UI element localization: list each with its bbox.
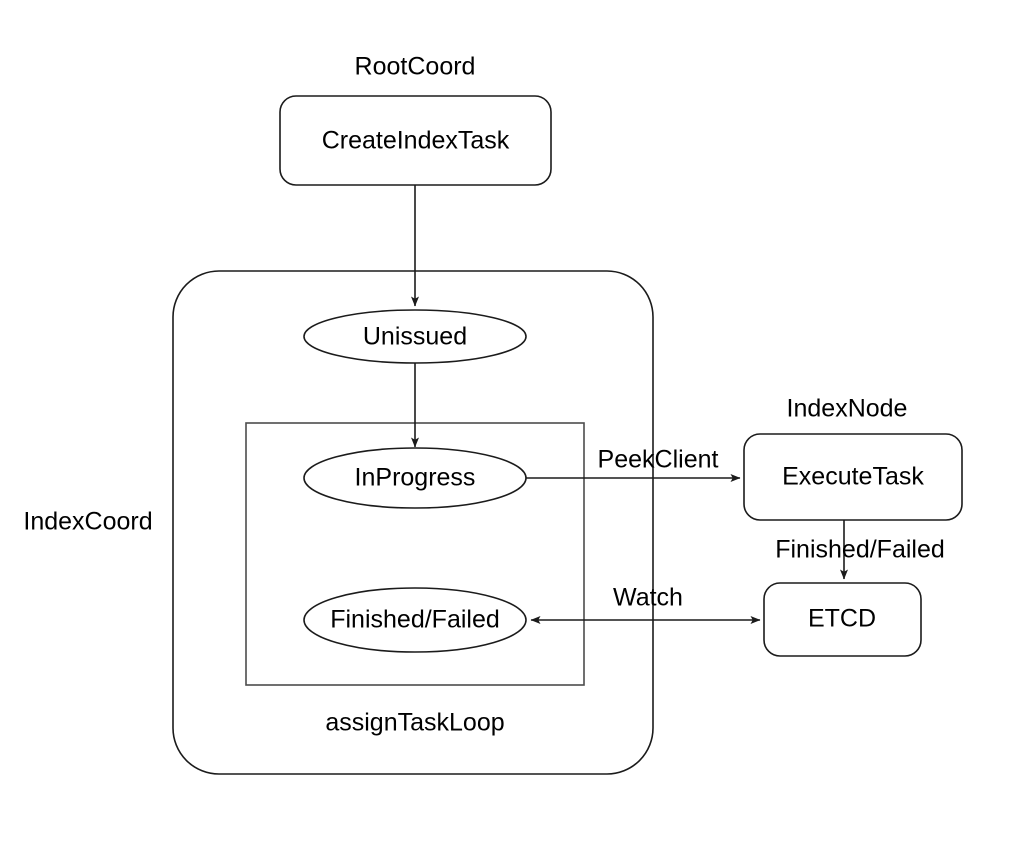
node-etcd[interactable]: ETCD	[763, 582, 922, 657]
node-etcd-label: ETCD	[808, 605, 876, 633]
node-create-index-task-shape[interactable]	[279, 95, 552, 186]
group-container-index-coord	[172, 270, 654, 775]
node-execute-task-shape[interactable]	[743, 433, 963, 521]
node-in-progress[interactable]: InProgress	[303, 447, 527, 509]
group-label-assign-task-loop: assignTaskLoop	[325, 709, 504, 737]
edge-label-finished-failed: Finished/Failed	[775, 536, 945, 564]
edge-label-watch: Watch	[613, 584, 683, 612]
node-etcd-shape[interactable]	[763, 582, 922, 657]
node-create-index-task[interactable]: CreateIndexTask	[279, 95, 552, 186]
node-in-progress-label: InProgress	[355, 464, 476, 492]
node-unissued[interactable]: Unissued	[303, 309, 527, 364]
node-finished-failed-state-shape[interactable]	[303, 587, 527, 653]
node-create-index-task-label: CreateIndexTask	[322, 127, 510, 155]
group-label-index-coord: IndexCoord	[23, 508, 152, 536]
edge-label-peek-client: PeekClient	[598, 446, 719, 474]
node-unissued-label: Unissued	[363, 323, 467, 351]
node-finished-failed-state-label: Finished/Failed	[330, 606, 500, 634]
group-label-root-coord: RootCoord	[355, 53, 476, 81]
node-finished-failed-state[interactable]: Finished/Failed	[303, 587, 527, 653]
node-execute-task[interactable]: ExecuteTask	[743, 433, 963, 521]
group-label-index-node: IndexNode	[787, 395, 908, 423]
node-unissued-shape[interactable]	[303, 309, 527, 364]
node-in-progress-shape[interactable]	[303, 447, 527, 509]
node-execute-task-label: ExecuteTask	[782, 463, 924, 491]
